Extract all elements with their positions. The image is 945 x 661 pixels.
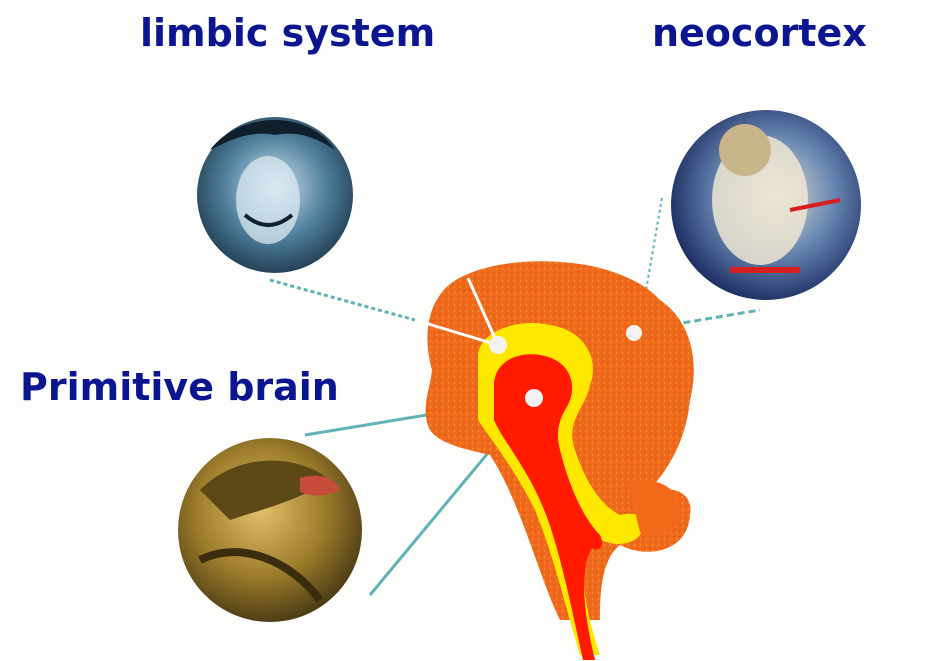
primitive-marker-dot [525,389,543,407]
limbic-marker-dot [489,336,507,354]
limbic-photo [197,117,353,273]
primitive-photo [178,438,362,622]
neocortex-photo [671,110,861,300]
neocortex-marker-dot [626,325,642,341]
pointer-limbic-photo [270,280,415,320]
brain-section [415,261,694,660]
